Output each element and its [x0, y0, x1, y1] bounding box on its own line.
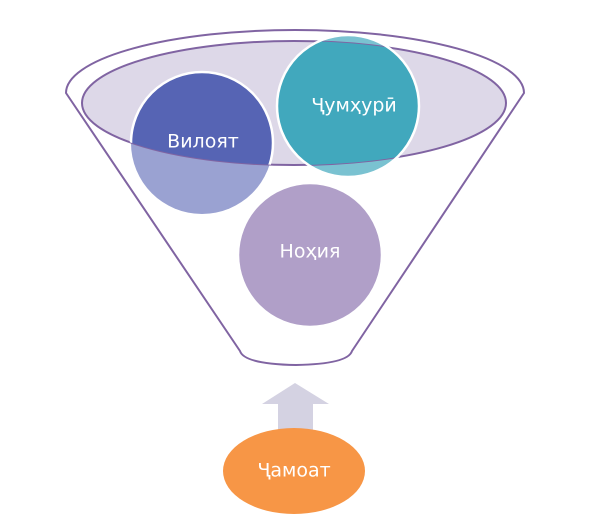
community-ellipse	[223, 428, 365, 514]
region-circle-upper	[131, 72, 273, 165]
district-label: Ноҳия	[280, 241, 341, 263]
republic-circle-outline	[275, 33, 421, 179]
community-label: Ҷамоат	[257, 460, 330, 482]
region-label: Вилоят	[167, 131, 239, 153]
republic-circle-upper	[277, 41, 419, 165]
up-arrow-icon	[262, 383, 329, 432]
district-circle	[236, 181, 384, 329]
republic-label: Ҷумҳурӣ	[311, 95, 397, 117]
